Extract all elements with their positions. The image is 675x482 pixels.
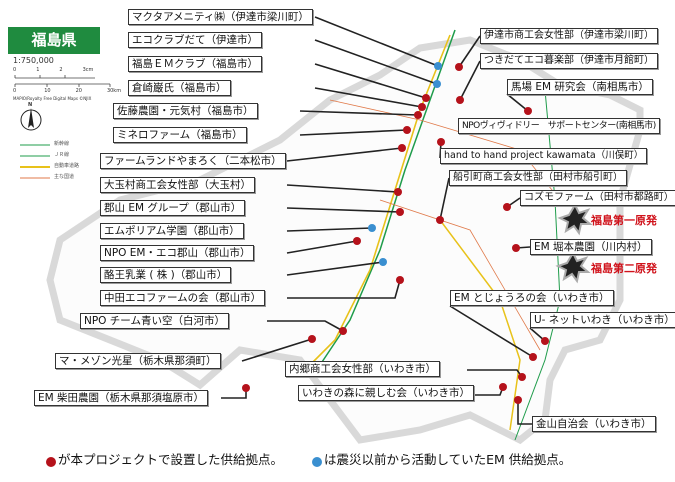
project-marker: [455, 63, 463, 71]
project-marker: [242, 384, 250, 392]
site-label: 酪王乳業 ( 株 )（郡山市）: [100, 267, 232, 283]
plant-label-daiichi: 福島第一原発: [591, 214, 657, 227]
site-label: EM 柴田農園（栃木県那須塩原市）: [34, 390, 209, 406]
map-credit: MAPIO/Royalty Free Digital Maps ©NJIX: [13, 96, 92, 101]
prior-marker: [433, 80, 441, 88]
site-label: 金山自治会（いわき市）: [532, 416, 656, 432]
scale-ratio: 1:750,000: [13, 56, 54, 65]
project-marker: [398, 144, 406, 152]
site-label: 佐藤農園・元気村（福島市）: [113, 103, 258, 119]
tick: 1: [36, 67, 40, 73]
legend-expressway: 自動車道路: [54, 163, 80, 169]
explosion-icon: [555, 250, 591, 284]
prior-marker: [434, 62, 442, 70]
shinkansen-line: [319, 29, 456, 366]
project-marker: [353, 237, 361, 245]
site-label: いわきの森に親しむ会（いわき市）: [298, 385, 474, 401]
tick: 10: [44, 88, 51, 94]
scale-bars: [14, 75, 111, 87]
site-label: 伊達市商工会女性部（伊達市梁川町）: [480, 28, 658, 44]
project-marker: [499, 383, 507, 391]
site-label: コズモファーム（田村市都路町）: [520, 190, 675, 206]
prior-marker: [379, 258, 387, 266]
project-marker: [396, 208, 404, 216]
project-marker: [396, 276, 404, 284]
site-label: エムポリアム学園（郡山市）: [100, 223, 244, 239]
prior-markers: [368, 62, 442, 266]
project-marker: [514, 396, 522, 404]
project-marker-legend: [46, 457, 56, 467]
site-label: つきだてエコ暮楽部（伊達市月館町）: [480, 53, 658, 69]
project-marker: [339, 327, 347, 335]
compass-label: N: [28, 102, 33, 108]
explosion-icon: [557, 202, 593, 236]
tick: 2: [59, 67, 63, 73]
tick: 30km: [106, 88, 122, 94]
site-label: 船引町商工会女性部（田村市船引町）: [449, 170, 627, 186]
project-marker: [414, 111, 422, 119]
tick: 3cm: [82, 67, 94, 73]
project-marker: [524, 107, 532, 115]
site-label: マ・メゾン光星（栃木県那須町）: [55, 353, 221, 369]
legend-shinkansen: 新幹線: [54, 141, 70, 147]
project-marker: [436, 216, 444, 224]
site-label: NPOヴィヴィドリー サポートセンター(南相馬市): [458, 118, 660, 134]
site-label: 郡山 EM グループ（郡山市）: [100, 200, 246, 216]
tick: 0: [13, 67, 17, 73]
legend-lines: [20, 144, 50, 179]
footer-note-prior: は震災以前から活動していたEM 供給拠点。: [324, 452, 572, 467]
site-label: NPO EM・エコ郡山（郡山市）: [100, 245, 255, 261]
compass-icon: [20, 108, 42, 131]
site-label: 福島ＥＭクラブ（福島市）: [128, 56, 262, 72]
plant-label-daini: 福島第二原発: [591, 262, 657, 275]
tick: 20: [75, 88, 82, 94]
project-marker: [456, 96, 464, 104]
prior-marker-legend: [312, 457, 322, 467]
project-marker: [512, 244, 520, 252]
site-label: EM 堀本農園（川内村）: [530, 239, 652, 255]
site-label: U- ネットいわき（いわき市）: [530, 312, 675, 328]
site-label: ファームランドやまろく（二本松市）: [100, 153, 286, 169]
tick: 0: [13, 88, 17, 94]
site-label: hand to hand project kawamata（川俣町）: [440, 148, 648, 164]
site-label: ミネロファーム（福島市）: [113, 127, 247, 143]
site-label: 大玉村商工会女性部（大玉村）: [100, 177, 255, 193]
legend-jr: ＪＲ線: [54, 152, 70, 158]
site-label: EM とじょうろの会（いわき市）: [450, 290, 614, 306]
nuclear-plant-icons: [555, 202, 593, 284]
site-label: 馬場 EM 研究会（南相馬市）: [507, 79, 653, 95]
project-marker: [394, 188, 402, 196]
scale-km: 0 10 20 30km: [13, 89, 121, 94]
legend-national-road: 主な国道: [54, 174, 75, 180]
project-marker: [403, 126, 411, 134]
site-label: 中田エコファームの会（郡山市）: [100, 290, 266, 306]
project-markers: [242, 63, 549, 404]
site-label: NPO チーム青い空（白河市）: [80, 313, 229, 329]
project-marker: [529, 353, 537, 361]
footer-note-project: が本プロジェクトで設置した供給拠点。: [58, 452, 284, 467]
site-label: 倉崎巌氏（福島市）: [128, 80, 231, 96]
leader-lines: [221, 16, 546, 425]
scale-cm: 0 1 2 3cm: [13, 68, 93, 73]
project-marker: [437, 138, 445, 146]
site-label: 内郷商工会女性部（いわき市）: [285, 361, 440, 377]
project-marker: [418, 103, 426, 111]
prior-marker: [368, 224, 376, 232]
project-marker: [422, 94, 430, 102]
project-marker: [541, 337, 549, 345]
site-label: マクタアメニティ㈱（伊達市梁川町）: [128, 9, 313, 25]
site-label: エコクラブだて（伊達市）: [128, 32, 262, 48]
project-marker: [503, 203, 511, 211]
project-marker: [518, 373, 526, 381]
project-marker: [308, 335, 316, 343]
prefecture-title: 福島県: [8, 27, 100, 54]
